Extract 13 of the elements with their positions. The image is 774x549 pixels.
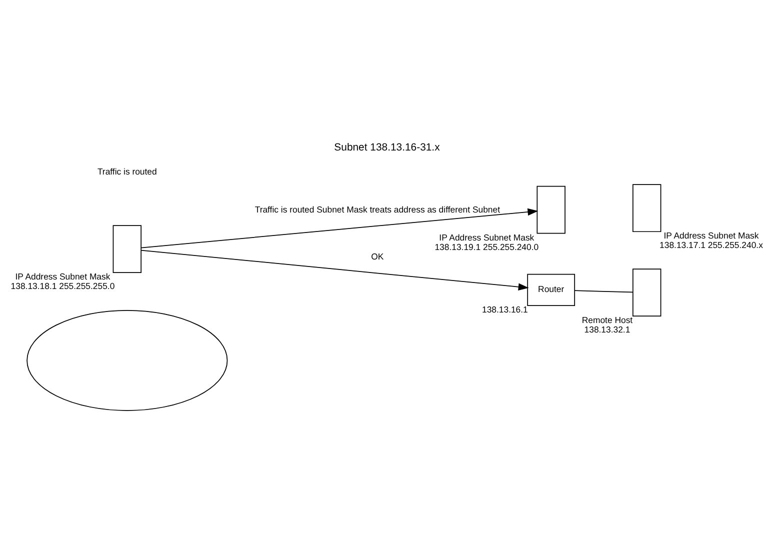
node-label: IP Address Subnet Mask bbox=[664, 230, 759, 241]
node-label: IP Address Subnet Mask bbox=[439, 232, 534, 242]
node-label: Remote Host bbox=[582, 315, 633, 326]
edge-label: OK bbox=[371, 251, 384, 262]
label: Traffic is routed bbox=[97, 166, 157, 177]
node-label: IP Address Subnet Mask bbox=[15, 272, 110, 282]
node-label: 138.13.16.1 bbox=[482, 304, 528, 315]
diagram-title: Subnet 138.13.16-31.x bbox=[334, 142, 440, 154]
edge-label: Traffic is routed Subnet Mask treats address as different Subnet bbox=[254, 204, 500, 214]
node-label: 138.13.17.1 255.255.240.x bbox=[660, 240, 763, 250]
node-label: 138.13.32.1 bbox=[584, 324, 630, 335]
node-label: 138.13.18.1 255.255.255.0 bbox=[10, 281, 115, 292]
node-label: 138.13.19.1 255.255.240.0 bbox=[434, 242, 539, 252]
